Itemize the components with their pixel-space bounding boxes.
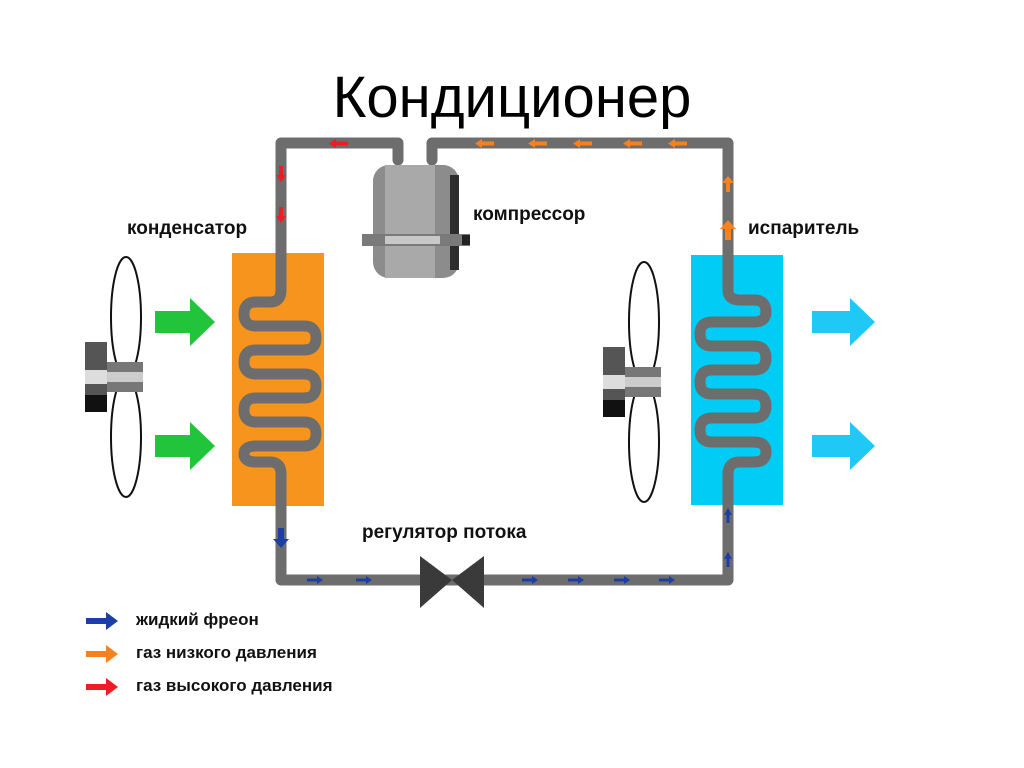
air-in-arrow xyxy=(155,298,215,346)
legend-arrow-high-pressure xyxy=(86,678,118,696)
legend-item-liquid: жидкий фреон xyxy=(136,610,259,629)
compressor xyxy=(362,165,470,278)
page-title: Кондиционер xyxy=(332,65,692,130)
low-pressure-flow-arrows xyxy=(475,139,736,240)
air-in-arrow xyxy=(155,422,215,470)
high-pressure-flow-arrows xyxy=(276,139,348,223)
legend-item-high-pressure: газ высокого давления xyxy=(136,676,333,695)
evaporator-fan xyxy=(603,261,661,503)
flow-regulator-valve xyxy=(420,556,484,608)
evaporator-coil xyxy=(694,284,772,480)
air-out-arrow xyxy=(812,422,875,470)
evaporator-label: испаритель xyxy=(748,218,860,239)
legend-arrows xyxy=(86,612,118,696)
condenser-coil xyxy=(238,284,734,586)
air-out-arrow xyxy=(812,298,875,346)
air-in-arrows xyxy=(155,298,215,470)
liquid-flow-arrows xyxy=(273,508,732,584)
air-out-arrows xyxy=(812,298,875,470)
condenser-fan xyxy=(85,256,143,498)
compressor-label: компрессор xyxy=(473,204,586,225)
condenser-label: конденсатор xyxy=(127,218,248,239)
legend-arrow-low-pressure xyxy=(86,645,118,663)
flow-regulator-label: регулятор потока xyxy=(362,522,527,543)
legend-arrow-liquid xyxy=(86,612,118,630)
legend-item-low-pressure: газ низкого давления xyxy=(136,643,317,662)
